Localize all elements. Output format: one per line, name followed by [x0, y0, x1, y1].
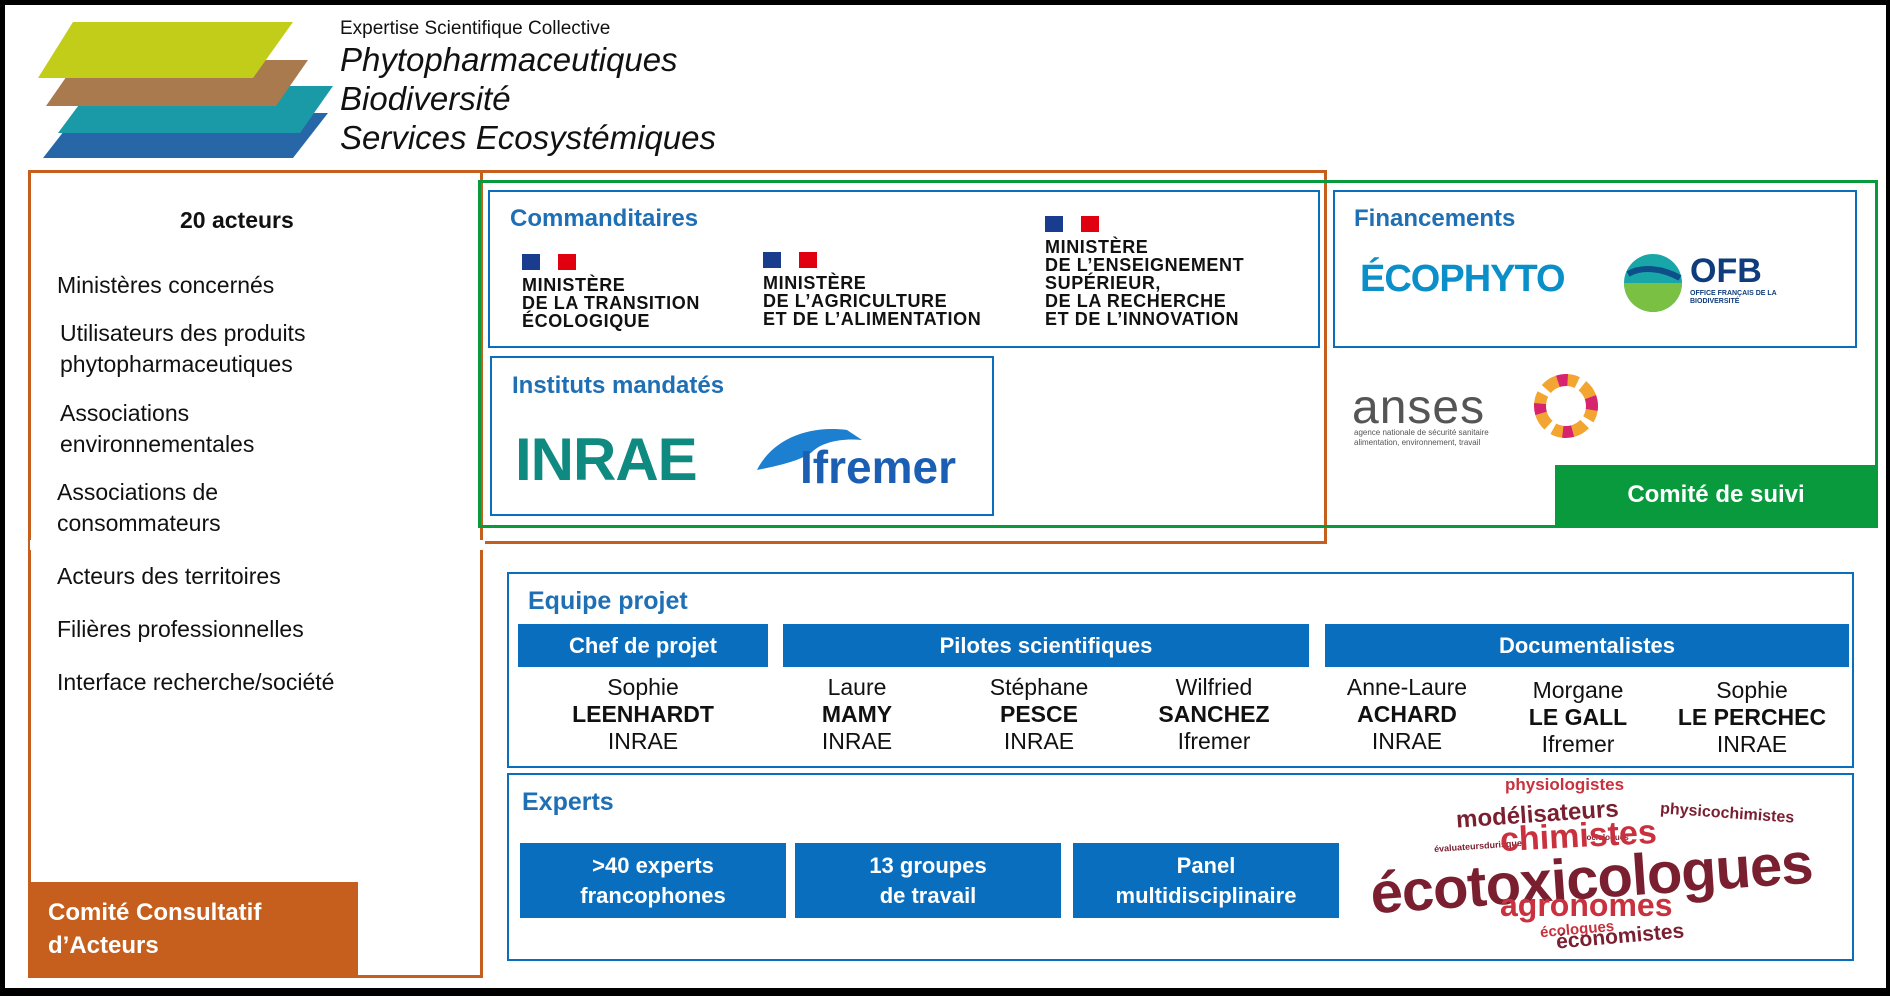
- acteur-item: Filières professionnelles: [57, 616, 304, 642]
- anses-tagline: agence nationale de sécurité sanitaire a…: [1354, 428, 1489, 447]
- experts-title: Experts: [522, 788, 614, 816]
- anses-ring-icon: [1534, 374, 1598, 438]
- comite-suivi-panel: [478, 180, 1878, 528]
- word: physicochimistes: [1659, 800, 1795, 827]
- equipe-projet-box: [507, 572, 1854, 768]
- financements-title: Financements: [1354, 205, 1516, 232]
- ministry-agriculture: MINISTÈRE DE L’AGRICULTURE ET DE L’ALIME…: [763, 273, 982, 329]
- word: sociologues: [1582, 833, 1629, 842]
- ofb-globe-icon: [1624, 254, 1682, 312]
- inrae-logo: INRAE: [515, 426, 698, 493]
- acteur-item: Acteurs des territoires: [57, 563, 281, 589]
- header-subtitle: Expertise Scientifique Collective: [340, 18, 611, 39]
- french-flag-icon: [1045, 216, 1099, 232]
- ecophyto-logo: ÉCOPHYTO: [1360, 258, 1566, 300]
- acteur-item: Associations environnementales: [60, 400, 255, 457]
- chef-projet-header: Chef de projet: [518, 624, 768, 667]
- acteur-item: Interface recherche/société: [57, 669, 335, 695]
- ofb-logo: OFB: [1690, 252, 1762, 290]
- word: agronomes: [1500, 887, 1673, 923]
- header-title: Phytopharmaceutiques Biodiversité Servic…: [340, 40, 716, 157]
- acteurs-heading: 20 acteurs: [180, 207, 294, 233]
- title-line-2: Biodiversité: [340, 80, 511, 117]
- experts-count-box: >40 experts francophones: [520, 843, 786, 918]
- comite-consultatif-extension: [482, 170, 1327, 544]
- ifremer-logo: Ifremer: [800, 441, 956, 493]
- groupes-travail-box: 13 groupes de travail: [795, 843, 1061, 918]
- financements-box: [1333, 190, 1857, 348]
- word: physiologistes: [1505, 775, 1625, 794]
- anses-logo: anses: [1352, 381, 1486, 434]
- panel-box: Panel multidisciplinaire: [1073, 843, 1339, 918]
- acteur-item: Ministères concernés: [57, 272, 275, 298]
- ministry-recherche: MINISTÈRE DE L’ENSEIGNEMENT SUPÉRIEUR, D…: [1045, 237, 1245, 329]
- title-line-3: Services Ecosystémiques: [340, 119, 716, 156]
- french-flag-icon: [763, 252, 817, 268]
- acteur-item: Associations de consommateurs: [57, 479, 221, 536]
- acteur-item: Utilisateurs des produits phytopharmaceu…: [60, 320, 306, 377]
- instituts-box: [490, 356, 994, 516]
- comite-consultatif-label: Comité Consultatif d’Acteurs: [28, 882, 358, 978]
- ifremer-dolphin-icon: [757, 429, 862, 470]
- documentalistes-header: Documentalistes: [1325, 624, 1849, 667]
- ministry-transition: MINISTÈRE DE LA TRANSITION ÉCOLOGIQUE: [522, 275, 700, 331]
- comite-suivi-label: Comité de suivi: [1555, 465, 1877, 525]
- commanditaires-title: Commanditaires: [510, 205, 699, 232]
- instituts-title: Instituts mandatés: [512, 372, 725, 399]
- ofb-tagline: OFFICE FRANÇAIS DE LA BIODIVERSITÉ: [1690, 290, 1777, 305]
- word-cloud: physiologistes modélisateurs physicochim…: [1360, 775, 1850, 960]
- title-line-1: Phytopharmaceutiques: [340, 41, 678, 78]
- experts-box: [507, 773, 1854, 961]
- stacked-layers-logo: [38, 22, 333, 158]
- pilotes-header: Pilotes scientifiques: [783, 624, 1309, 667]
- equipe-title: Equipe projet: [528, 587, 688, 615]
- french-flag-icon: [522, 254, 576, 270]
- acteurs-list: Ministères concernés Utilisateurs des pr…: [57, 270, 334, 695]
- commanditaires-box: [488, 190, 1320, 348]
